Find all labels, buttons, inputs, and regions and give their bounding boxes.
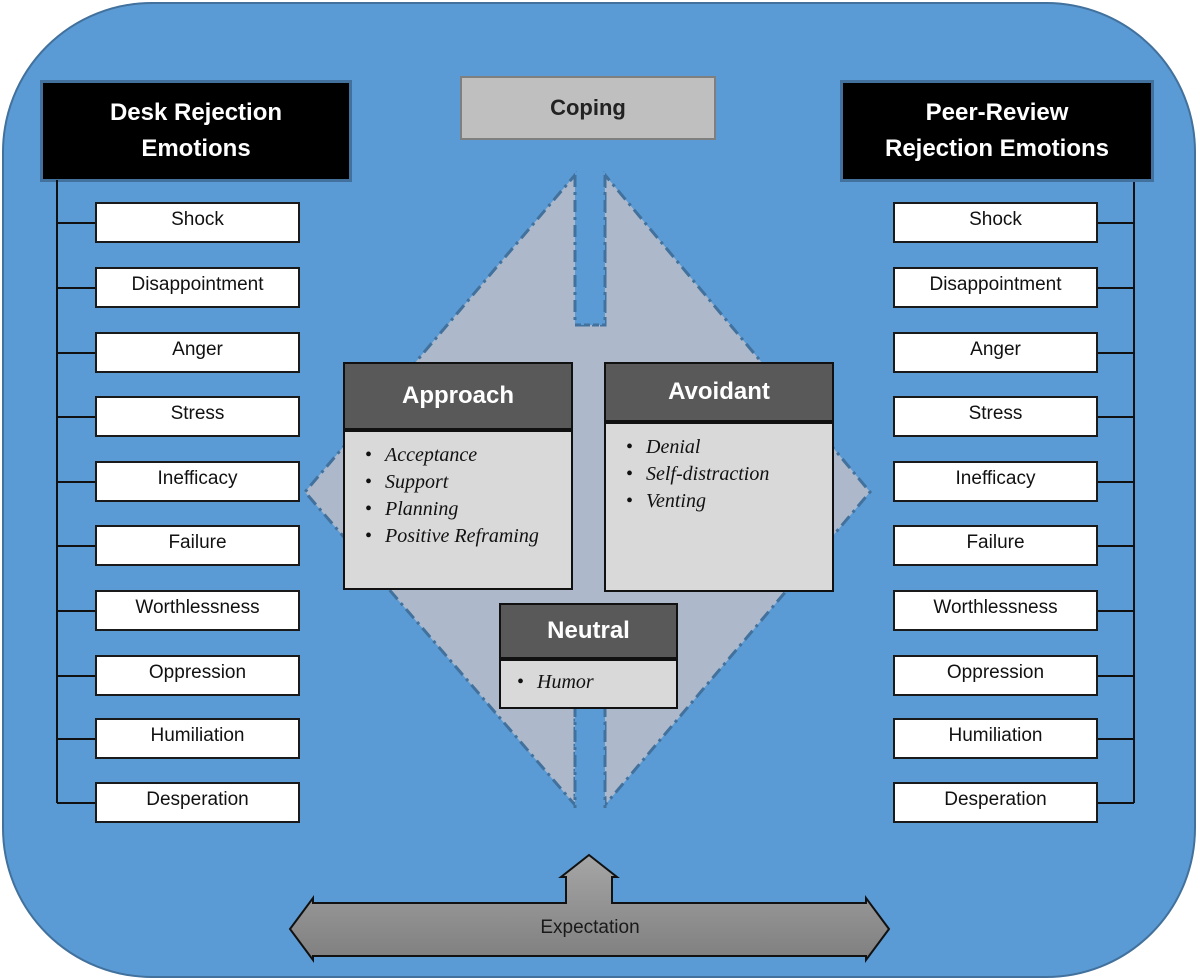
approach-header: Approach xyxy=(343,362,573,430)
coping-strategy-item: Acceptance xyxy=(363,442,571,469)
peer-review-title-2: Rejection Emotions xyxy=(884,135,1110,162)
coping-strategy-item: Denial xyxy=(624,434,832,461)
expectation-arrow-shape xyxy=(288,853,891,964)
neutral-list: Humor xyxy=(515,669,676,696)
coping-divider-bottom xyxy=(575,705,605,810)
emotion-box: Inefficacy xyxy=(893,461,1098,502)
emotion-box: Humiliation xyxy=(893,718,1098,759)
emotion-box: Disappointment xyxy=(95,267,300,308)
coping-header: Coping xyxy=(460,76,716,140)
coping-strategy-item: Venting xyxy=(624,488,832,515)
connector-line xyxy=(1098,802,1134,804)
emotion-box: Stress xyxy=(95,396,300,437)
neutral-body: Humor xyxy=(499,659,678,709)
avoidant-body: DenialSelf-distractionVenting xyxy=(604,422,834,592)
emotion-box: Desperation xyxy=(95,782,300,823)
connector-line xyxy=(1098,481,1134,483)
connector-line xyxy=(57,545,95,547)
avoidant-list: DenialSelf-distractionVenting xyxy=(624,434,832,515)
coping-strategy-item: Humor xyxy=(515,669,676,696)
peer-review-header: Peer-Review Rejection Emotions xyxy=(840,80,1154,182)
connector-line xyxy=(1098,352,1134,354)
emotion-box: Inefficacy xyxy=(95,461,300,502)
coping-title: Coping xyxy=(550,95,626,120)
right-tree-trunk xyxy=(1133,182,1135,803)
emotion-box: Failure xyxy=(95,525,300,566)
connector-line xyxy=(1098,675,1134,677)
connector-line xyxy=(1098,222,1134,224)
approach-box: Approach AcceptanceSupportPlanningPositi… xyxy=(343,362,573,590)
emotion-box: Failure xyxy=(893,525,1098,566)
coping-strategy-item: Positive Reframing xyxy=(363,523,571,550)
connector-line xyxy=(57,287,95,289)
desk-rejection-title-1: Desk Rejection xyxy=(109,99,283,126)
emotion-box: Worthlessness xyxy=(893,590,1098,631)
connector-line xyxy=(1098,545,1134,547)
neutral-box: Neutral Humor xyxy=(499,603,678,709)
emotion-box: Humiliation xyxy=(95,718,300,759)
emotion-box: Worthlessness xyxy=(95,590,300,631)
connector-line xyxy=(57,352,95,354)
connector-line xyxy=(57,610,95,612)
connector-line xyxy=(57,481,95,483)
connector-line xyxy=(1098,610,1134,612)
desk-rejection-header: Desk Rejection Emotions xyxy=(40,80,352,182)
connector-line xyxy=(1098,738,1134,740)
connector-line xyxy=(1098,287,1134,289)
peer-review-title-1: Peer-Review xyxy=(925,99,1069,126)
coping-strategy-item: Support xyxy=(363,469,571,496)
connector-line xyxy=(57,222,95,224)
emotion-box: Oppression xyxy=(893,655,1098,696)
emotion-box: Oppression xyxy=(95,655,300,696)
desk-rejection-title-2: Emotions xyxy=(141,135,251,162)
connector-line xyxy=(57,738,95,740)
emotion-box: Anger xyxy=(893,332,1098,373)
neutral-header: Neutral xyxy=(499,603,678,659)
connector-line xyxy=(57,802,95,804)
emotion-box: Disappointment xyxy=(893,267,1098,308)
left-tree-trunk xyxy=(56,180,58,803)
emotion-box: Desperation xyxy=(893,782,1098,823)
emotion-box: Shock xyxy=(95,202,300,243)
avoidant-box: Avoidant DenialSelf-distractionVenting xyxy=(604,362,834,592)
expectation-label: Expectation xyxy=(540,917,640,938)
emotion-box: Anger xyxy=(95,332,300,373)
connector-line xyxy=(57,675,95,677)
avoidant-header: Avoidant xyxy=(604,362,834,422)
connector-line xyxy=(1098,416,1134,418)
emotion-box: Shock xyxy=(893,202,1098,243)
emotion-box: Stress xyxy=(893,396,1098,437)
approach-body: AcceptanceSupportPlanningPositive Refram… xyxy=(343,430,573,590)
coping-divider-top xyxy=(575,172,605,325)
coping-strategy-item: Planning xyxy=(363,496,571,523)
approach-list: AcceptanceSupportPlanningPositive Refram… xyxy=(363,442,571,550)
coping-strategy-item: Self-distraction xyxy=(624,461,832,488)
connector-line xyxy=(57,416,95,418)
